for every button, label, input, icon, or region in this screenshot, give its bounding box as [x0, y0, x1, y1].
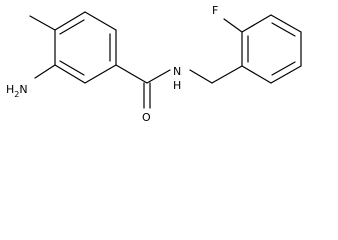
amide-hydrogen-label: H	[173, 79, 181, 92]
bond	[59, 60, 85, 76]
bond	[29, 15, 56, 31]
amino-label-char: H	[6, 83, 14, 96]
bond	[270, 65, 302, 84]
bond	[270, 14, 302, 33]
bond	[146, 69, 171, 84]
amino-label-char: 2	[14, 90, 19, 99]
bond	[59, 19, 85, 35]
amino-group-label: H2N	[6, 83, 28, 99]
bond	[271, 61, 296, 76]
amino-label-char: N	[19, 83, 27, 96]
bond	[241, 65, 272, 84]
molecule-structure: F N H O H2N	[6, 4, 302, 124]
bond	[54, 64, 86, 84]
carbonyl-oxygen-label: O	[142, 111, 151, 124]
bond	[115, 64, 148, 84]
bond	[84, 11, 117, 31]
fluorine-label: F	[212, 4, 218, 17]
bonds	[29, 11, 302, 109]
bond	[271, 22, 296, 37]
bond	[54, 11, 86, 31]
bond	[34, 64, 56, 79]
bond	[189, 69, 213, 84]
bond	[211, 65, 243, 84]
amide-nitrogen-label: N	[173, 65, 181, 78]
amino-label-text: H2N	[6, 83, 28, 99]
bond	[84, 64, 117, 84]
atom-labels: F N H O H2N	[6, 4, 218, 124]
bond	[223, 18, 243, 33]
bond	[241, 14, 272, 33]
